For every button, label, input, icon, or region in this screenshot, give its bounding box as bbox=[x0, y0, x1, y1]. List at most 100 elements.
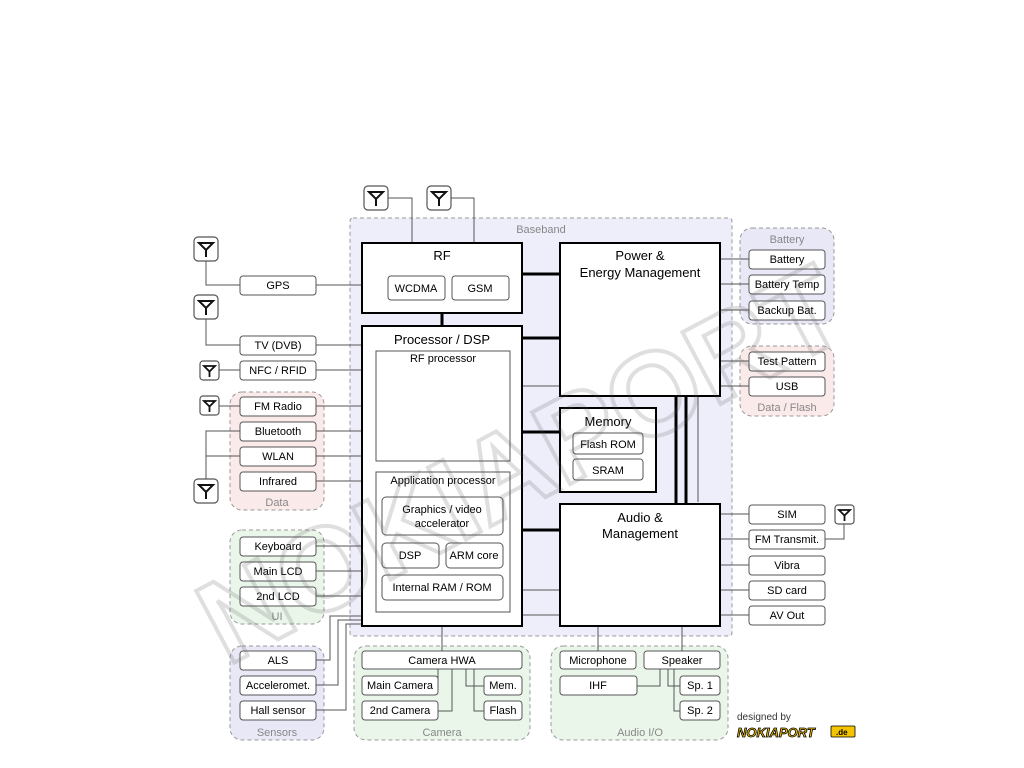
sensors-group-label: Sensors bbox=[257, 727, 298, 739]
sp2-label: Sp. 2 bbox=[687, 705, 713, 717]
audio-io-group-label: Audio I/O bbox=[617, 727, 663, 739]
graphics-label-line2: accelerator bbox=[415, 518, 470, 530]
speaker-label: Speaker bbox=[662, 655, 703, 667]
av-out-label: AV Out bbox=[770, 610, 805, 622]
infrared-box bbox=[239, 471, 317, 492]
baseband-group-label: Baseband bbox=[516, 224, 566, 236]
tv-dvb-label: TV (DVB) bbox=[254, 340, 301, 352]
wcdma-box bbox=[387, 275, 446, 301]
app-processor-title: Application processor bbox=[390, 475, 496, 487]
nokiaport-logo: NOKIAPORT .de bbox=[736, 723, 856, 740]
audio-title-line2: Management bbox=[602, 526, 678, 541]
designed-by-text: designed by bbox=[737, 712, 791, 723]
als-box bbox=[239, 650, 317, 671]
microphone-label: Microphone bbox=[569, 655, 626, 667]
power-title-line2: Energy Management bbox=[580, 265, 701, 280]
test-pattern-label: Test Pattern bbox=[758, 356, 817, 368]
second-camera-label: 2nd Camera bbox=[370, 705, 431, 717]
wlan-box bbox=[239, 446, 317, 467]
battery-group-label: Battery bbox=[770, 234, 805, 246]
graphics-box bbox=[381, 496, 504, 536]
sim-label: SIM bbox=[777, 509, 797, 521]
ui-group-label: UI bbox=[272, 611, 283, 623]
fm-transmit-box bbox=[748, 529, 826, 550]
second-camera-box bbox=[361, 700, 439, 721]
power-title-line1: Power & bbox=[615, 248, 664, 263]
sp1-label: Sp. 1 bbox=[687, 680, 713, 692]
hall-sensor-box bbox=[239, 700, 317, 721]
wcdma-antenna-icon bbox=[363, 185, 389, 211]
battery-box bbox=[748, 249, 826, 270]
main-camera-label: Main Camera bbox=[367, 680, 434, 692]
ihf-box bbox=[559, 675, 638, 696]
nfc-rfid-box bbox=[239, 360, 317, 381]
bluetooth-box bbox=[239, 421, 317, 442]
internal-ram-box bbox=[381, 574, 504, 601]
rf-processor-block bbox=[375, 350, 511, 462]
gps-box bbox=[239, 275, 317, 296]
bluetooth-wlan-antenna-icon bbox=[193, 478, 219, 504]
battery-temp-box bbox=[748, 274, 826, 295]
test-pattern-box bbox=[748, 351, 826, 372]
svg-text:NOKIAPORT: NOKIAPORT bbox=[737, 725, 816, 740]
acceleromet-box bbox=[239, 675, 317, 696]
gps-label: GPS bbox=[266, 280, 289, 292]
speaker-box bbox=[643, 650, 721, 670]
infrared-label: Infrared bbox=[259, 476, 297, 488]
fm-radio-antenna-icon bbox=[199, 395, 220, 416]
nfc-antenna-icon bbox=[199, 360, 220, 381]
mem-box bbox=[483, 675, 523, 696]
mem-label: Mem. bbox=[489, 680, 517, 692]
backup-bat-label: Backup Bat. bbox=[757, 305, 816, 317]
sp1-box bbox=[679, 675, 721, 696]
arm-core-label: ARM core bbox=[450, 550, 499, 562]
tv-dvb-box bbox=[239, 335, 317, 356]
usb-box bbox=[748, 376, 826, 397]
gsm-antenna-icon bbox=[426, 185, 452, 211]
camera-group-label: Camera bbox=[422, 727, 462, 739]
fm-transmit-label: FM Transmit. bbox=[755, 534, 819, 546]
fm-transmit-antenna-icon bbox=[834, 504, 855, 525]
bus-lines bbox=[440, 272, 688, 532]
ihf-label: IHF bbox=[589, 680, 607, 692]
battery-temp-label: Battery Temp bbox=[755, 279, 820, 291]
main-lcd-box bbox=[239, 561, 317, 582]
wcdma-label: WCDMA bbox=[395, 283, 438, 295]
usb-label: USB bbox=[776, 381, 799, 393]
als-label: ALS bbox=[268, 655, 289, 667]
camera-hwa-label: Camera HWA bbox=[408, 655, 476, 667]
sd-card-label: SD card bbox=[767, 585, 807, 597]
acceleromet-label: Acceleromet. bbox=[246, 680, 310, 692]
gsm-box bbox=[451, 275, 510, 301]
power-management-block bbox=[559, 242, 721, 397]
backup-bat-box bbox=[748, 300, 826, 321]
keyboard-box bbox=[239, 536, 317, 557]
audio-management-block bbox=[559, 503, 721, 627]
main-camera-box bbox=[361, 675, 439, 696]
sp2-box bbox=[679, 700, 721, 721]
memory-title: Memory bbox=[585, 414, 632, 429]
second-lcd-box bbox=[239, 586, 317, 607]
flash-rom-label: Flash ROM bbox=[580, 439, 636, 451]
tv-antenna-icon bbox=[193, 294, 219, 320]
internal-ram-label: Internal RAM / ROM bbox=[392, 582, 491, 594]
bluetooth-label: Bluetooth bbox=[255, 426, 301, 438]
sram-box bbox=[572, 458, 644, 481]
microphone-box bbox=[559, 650, 637, 670]
component-boxes bbox=[239, 249, 826, 721]
vibra-box bbox=[748, 555, 826, 576]
main-lcd-label: Main LCD bbox=[254, 566, 303, 578]
gps-antenna-icon bbox=[193, 236, 219, 262]
rf-title: RF bbox=[433, 248, 450, 263]
second-lcd-label: 2nd LCD bbox=[256, 591, 299, 603]
camera-hwa-box bbox=[361, 650, 523, 670]
hall-sensor-label: Hall sensor bbox=[250, 705, 305, 717]
gsm-label: GSM bbox=[467, 283, 492, 295]
wlan-label: WLAN bbox=[262, 451, 294, 463]
data-group-label: Data bbox=[265, 497, 289, 509]
fm-radio-box bbox=[239, 396, 317, 417]
nfc-rfid-label: NFC / RFID bbox=[249, 365, 306, 377]
svg-text:.de: .de bbox=[836, 728, 848, 737]
sd-card-box bbox=[748, 580, 826, 601]
